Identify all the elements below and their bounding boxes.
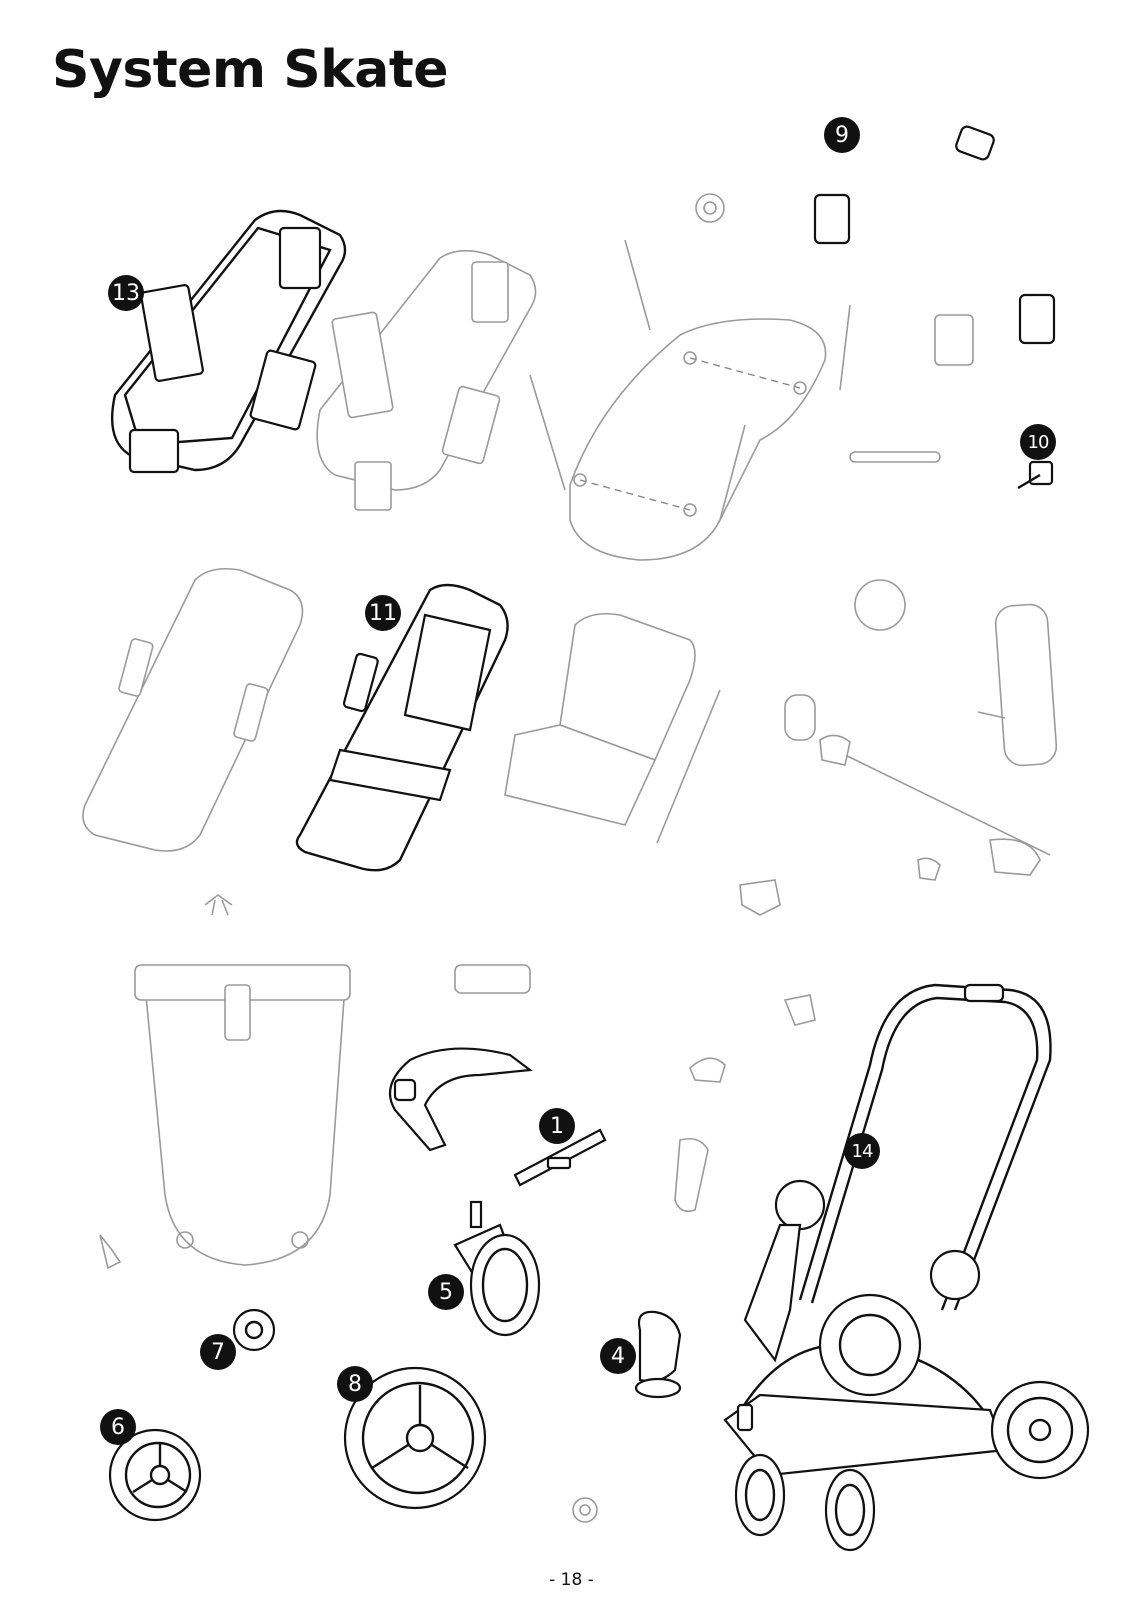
callout-7: 7 [200,1334,236,1370]
part-pin [1018,462,1052,488]
part-rear-leg [978,603,1058,766]
callout-11: 11 [365,595,401,631]
part-seat-pad [505,614,695,825]
callout-4: 4 [600,1338,636,1374]
part-carrycot-base [530,240,850,560]
part-seat-frame [83,569,303,851]
part-bumper-bar [455,872,700,996]
part-front-wheel [455,1202,539,1335]
part-strap-bar [850,452,940,462]
callout-8: 8 [337,1366,373,1402]
part-push-handle [815,125,1054,343]
callout-13: 13 [108,275,144,311]
callout-9: 9 [824,117,860,153]
part-chassis [725,985,1088,1550]
part-carrycot-frame [112,211,345,472]
part-hub-cap [234,1310,274,1350]
callout-10: 10 [1020,424,1056,460]
part-frame-tube [785,480,975,740]
part-clip [935,315,973,365]
callout-5: 5 [428,1274,464,1310]
part-washer [573,1498,597,1522]
part-basket-frame [135,965,350,1265]
part-seat-unit [297,585,508,870]
callout-14: 14 [844,1133,880,1169]
callout-6: 6 [100,1409,136,1445]
part-brake-pedal [636,1312,680,1397]
page-number: - 18 - [0,1570,1143,1590]
part-carrycot-frame-outline [317,251,535,510]
callout-1: 1 [539,1108,575,1144]
part-brake-handle [390,1049,530,1150]
part-connectors [675,880,815,1211]
part-knob [696,194,724,222]
